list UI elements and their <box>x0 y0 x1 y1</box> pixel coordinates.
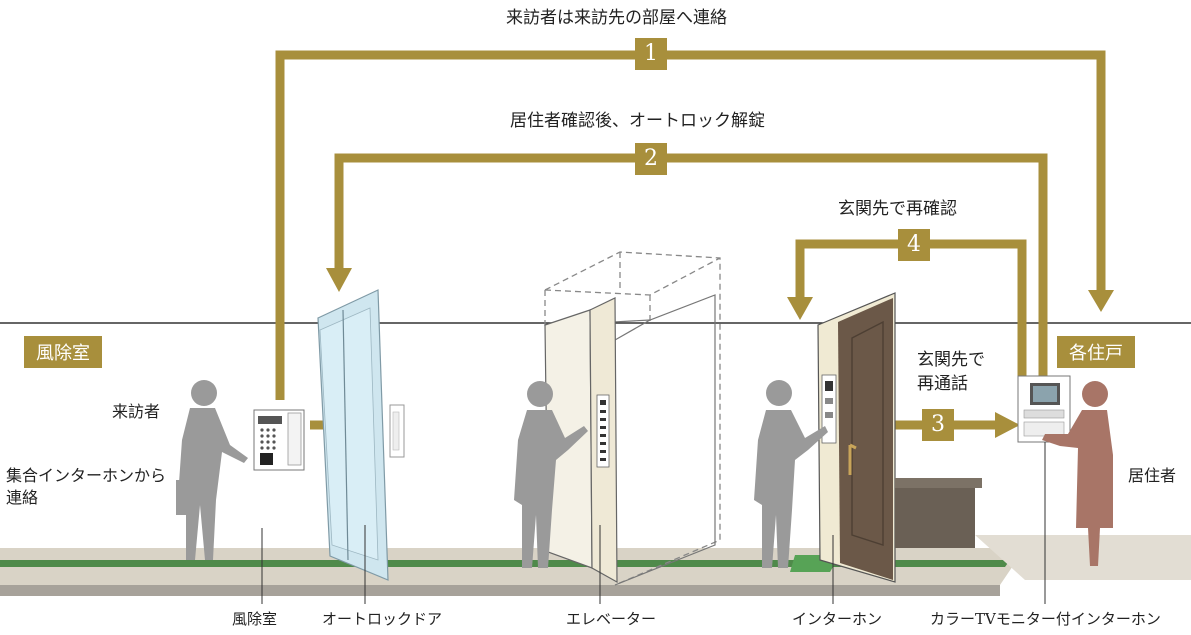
step3-title-line1: 玄関先で <box>917 350 985 370</box>
step-badge-2: 2 <box>635 143 667 175</box>
resident-label: 居住者 <box>1128 466 1177 485</box>
visitor-note-line2: 連絡 <box>6 488 39 507</box>
step-badge-4: 4 <box>898 229 930 261</box>
step-badge-3: 3 <box>922 409 954 441</box>
visitor-figure <box>176 380 248 560</box>
elevator-person-figure <box>514 381 588 568</box>
caption-autolock-door: オートロックドア <box>322 610 443 628</box>
caption-leaders <box>261 442 1046 604</box>
flow-arrow-3 <box>895 412 1020 438</box>
each-unit-area-tag: 各住戸 <box>1057 336 1135 368</box>
caption-color-tv-intercom: カラーTVモニター付インターホン <box>930 610 1161 628</box>
caption-intercom: インターホン <box>792 610 883 628</box>
collective-intercom-panel <box>253 409 305 471</box>
color-tv-intercom-unit <box>1017 375 1071 443</box>
indoor-cabinet <box>895 478 982 548</box>
unit-entrance-door <box>817 292 896 583</box>
elevator <box>544 251 721 586</box>
step2-title: 居住者確認後、オートロック解錠 <box>510 111 765 131</box>
step1-title: 来訪者は来訪先の部屋へ連絡 <box>506 8 727 28</box>
step3-title-line2: 再通話 <box>917 374 968 394</box>
visitor-note-line1: 集合インターホンから <box>6 466 167 485</box>
flow-line-2 <box>326 153 1048 380</box>
caption-elevator: エレベーター <box>566 610 657 628</box>
intercom-person-figure <box>754 380 828 568</box>
caption-vestibule: 風除室 <box>232 610 278 628</box>
vestibule-area-tag: 風除室 <box>24 336 102 368</box>
step4-title: 玄関先で再確認 <box>838 199 957 219</box>
step-badge-1: 1 <box>635 38 667 70</box>
autolock-door <box>317 289 405 581</box>
visitor-label: 来訪者 <box>112 402 161 421</box>
flow-line-1 <box>275 50 1114 400</box>
resident-figure <box>1042 381 1113 566</box>
